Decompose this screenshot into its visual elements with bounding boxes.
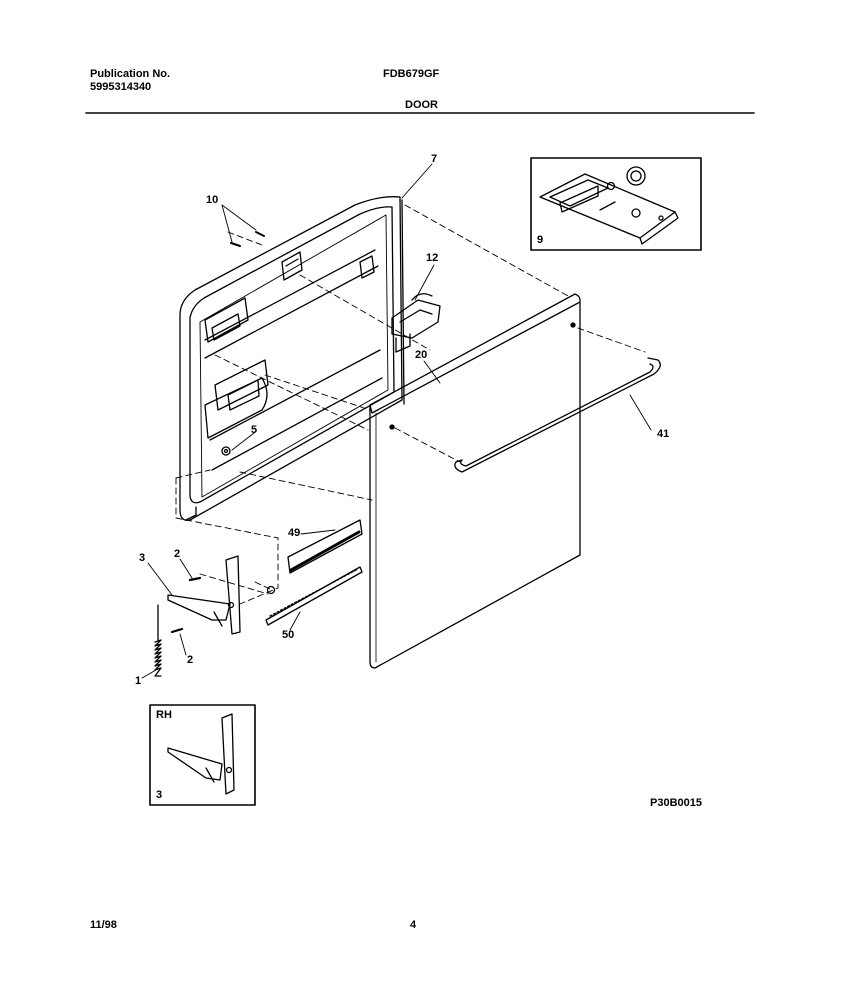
callout-1: 1 bbox=[135, 675, 142, 687]
hinge-arm bbox=[167, 555, 276, 635]
callout-49: 49 bbox=[288, 527, 301, 539]
inset-rh-part: 3 bbox=[156, 789, 163, 801]
bottom-strip bbox=[265, 566, 363, 626]
model-number: FDB679GF bbox=[383, 68, 440, 80]
callout-3: 3 bbox=[139, 552, 146, 564]
screws-10 bbox=[230, 231, 265, 247]
drawing-code: P30B0015 bbox=[650, 797, 702, 809]
footer-date: 11/98 bbox=[90, 919, 117, 931]
inner-door-panel bbox=[179, 196, 405, 521]
footer-page: 4 bbox=[410, 919, 417, 931]
callout-7: 7 bbox=[431, 153, 438, 165]
callout-12: 12 bbox=[426, 252, 439, 264]
inset-dispenser bbox=[530, 157, 702, 251]
publication-number: 5995314340 bbox=[90, 81, 152, 93]
callout-9: 9 bbox=[537, 234, 544, 246]
outer-door-panel bbox=[369, 293, 581, 669]
callout-50: 50 bbox=[282, 629, 295, 641]
screws-2 bbox=[170, 576, 202, 634]
inset-rh-hinge bbox=[149, 704, 256, 806]
door-handle bbox=[454, 357, 661, 473]
callout-2-lower: 2 bbox=[187, 654, 194, 666]
vent-strip bbox=[287, 519, 363, 574]
callout-10: 10 bbox=[206, 194, 219, 206]
callout-5: 5 bbox=[251, 424, 258, 436]
door-spring bbox=[154, 604, 162, 677]
callout-20: 20 bbox=[415, 349, 428, 361]
inset-rh-label: RH bbox=[156, 709, 172, 721]
door-latch bbox=[391, 293, 441, 353]
assembly-dashed-lines bbox=[175, 204, 646, 605]
section-title: DOOR bbox=[405, 99, 438, 111]
publication-label: Publication No. bbox=[90, 68, 171, 80]
callout-41: 41 bbox=[657, 428, 670, 440]
leader-lines bbox=[141, 163, 652, 679]
callout-2-upper: 2 bbox=[174, 548, 181, 560]
